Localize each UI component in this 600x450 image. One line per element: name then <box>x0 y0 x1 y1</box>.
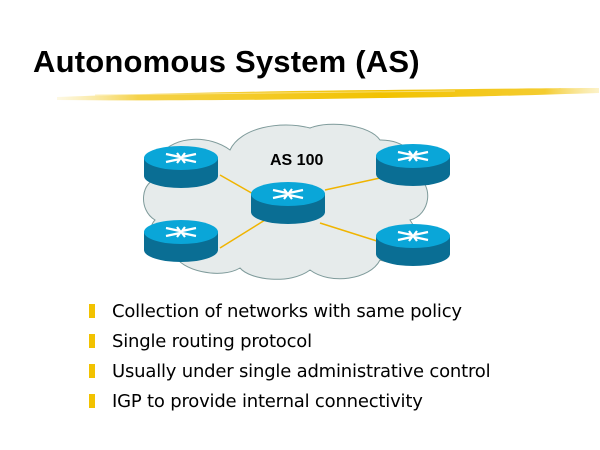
bullet-item: Usually under single administrative cont… <box>89 356 491 386</box>
link-center-bottom-left <box>219 219 266 249</box>
bullet-marker-icon <box>89 304 95 318</box>
slide-title: Autonomous System (AS) <box>33 44 420 79</box>
router-center <box>251 182 325 224</box>
link-center-top-right <box>324 177 381 191</box>
router-bottom-right <box>376 224 450 266</box>
bullet-text: IGP to provide internal connectivity <box>112 390 423 412</box>
bullet-marker-icon <box>89 394 95 408</box>
link-center-bottom-right <box>319 222 381 243</box>
router-top-right <box>376 144 450 186</box>
bullet-text: Usually under single administrative cont… <box>112 360 491 382</box>
bullet-marker-icon <box>89 364 95 378</box>
link-center-top-left <box>219 174 256 196</box>
bullet-list: Collection of networks with same policy … <box>89 296 491 416</box>
bullet-item: Collection of networks with same policy <box>89 296 490 326</box>
router-top-left <box>144 146 218 188</box>
title-underline-brush <box>57 88 599 101</box>
as-number-label: AS 100 <box>270 152 324 169</box>
bullet-item: Single routing protocol <box>89 326 490 356</box>
network-diagram <box>143 123 450 280</box>
bullet-item: IGP to provide internal connectivity <box>89 386 490 416</box>
bullet-text: Single routing protocol <box>112 330 312 352</box>
bullet-marker-icon <box>89 334 95 348</box>
bullet-text: Collection of networks with same policy <box>112 300 462 322</box>
network-links <box>219 174 381 249</box>
router-bottom-left <box>144 220 218 262</box>
